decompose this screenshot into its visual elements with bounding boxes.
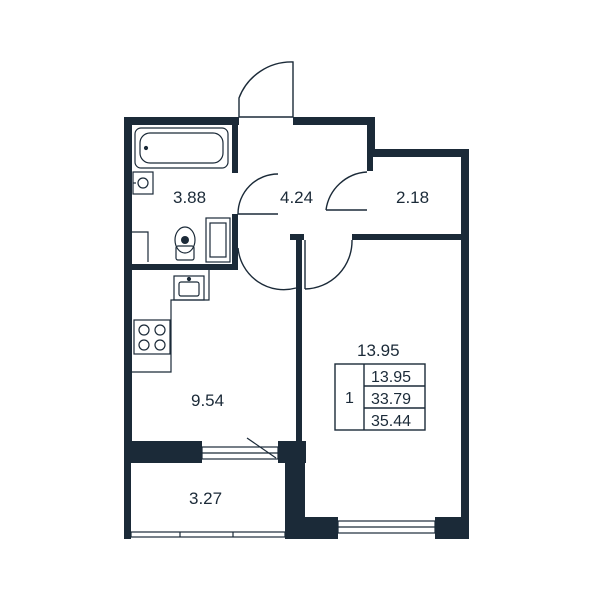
total-with-balcony-value: 35.44 — [371, 413, 411, 430]
fixtures — [132, 127, 231, 355]
room-area-bathroom: 3.88 — [173, 188, 206, 207]
washing-machine-icon — [205, 217, 231, 263]
living-area-value: 13.95 — [371, 369, 411, 386]
rooms-count: 1 — [345, 390, 354, 407]
room-area-living: 13.95 — [357, 341, 400, 360]
windows — [130, 437, 436, 538]
bathroom-sink-icon — [132, 171, 154, 195]
corner-shelf-icon — [132, 231, 149, 262]
room-area-storage: 2.18 — [396, 188, 429, 207]
doors — [237, 61, 368, 291]
kitchen-sink-icon — [173, 275, 205, 301]
room-labels: 3.88 4.24 2.18 9.54 3.27 13.95 — [173, 188, 429, 508]
room-area-kitchen: 9.54 — [191, 391, 224, 410]
stove-icon — [133, 319, 171, 355]
bathtub-icon — [134, 127, 229, 169]
toilet-icon — [174, 226, 196, 261]
kitchen-outline — [132, 270, 210, 373]
total-area-value: 33.79 — [371, 391, 411, 408]
room-area-hallway: 4.24 — [280, 188, 313, 207]
area-summary: 1 13.95 33.79 35.44 — [334, 363, 426, 431]
room-area-balcony: 3.27 — [189, 489, 222, 508]
walls — [124, 117, 469, 539]
